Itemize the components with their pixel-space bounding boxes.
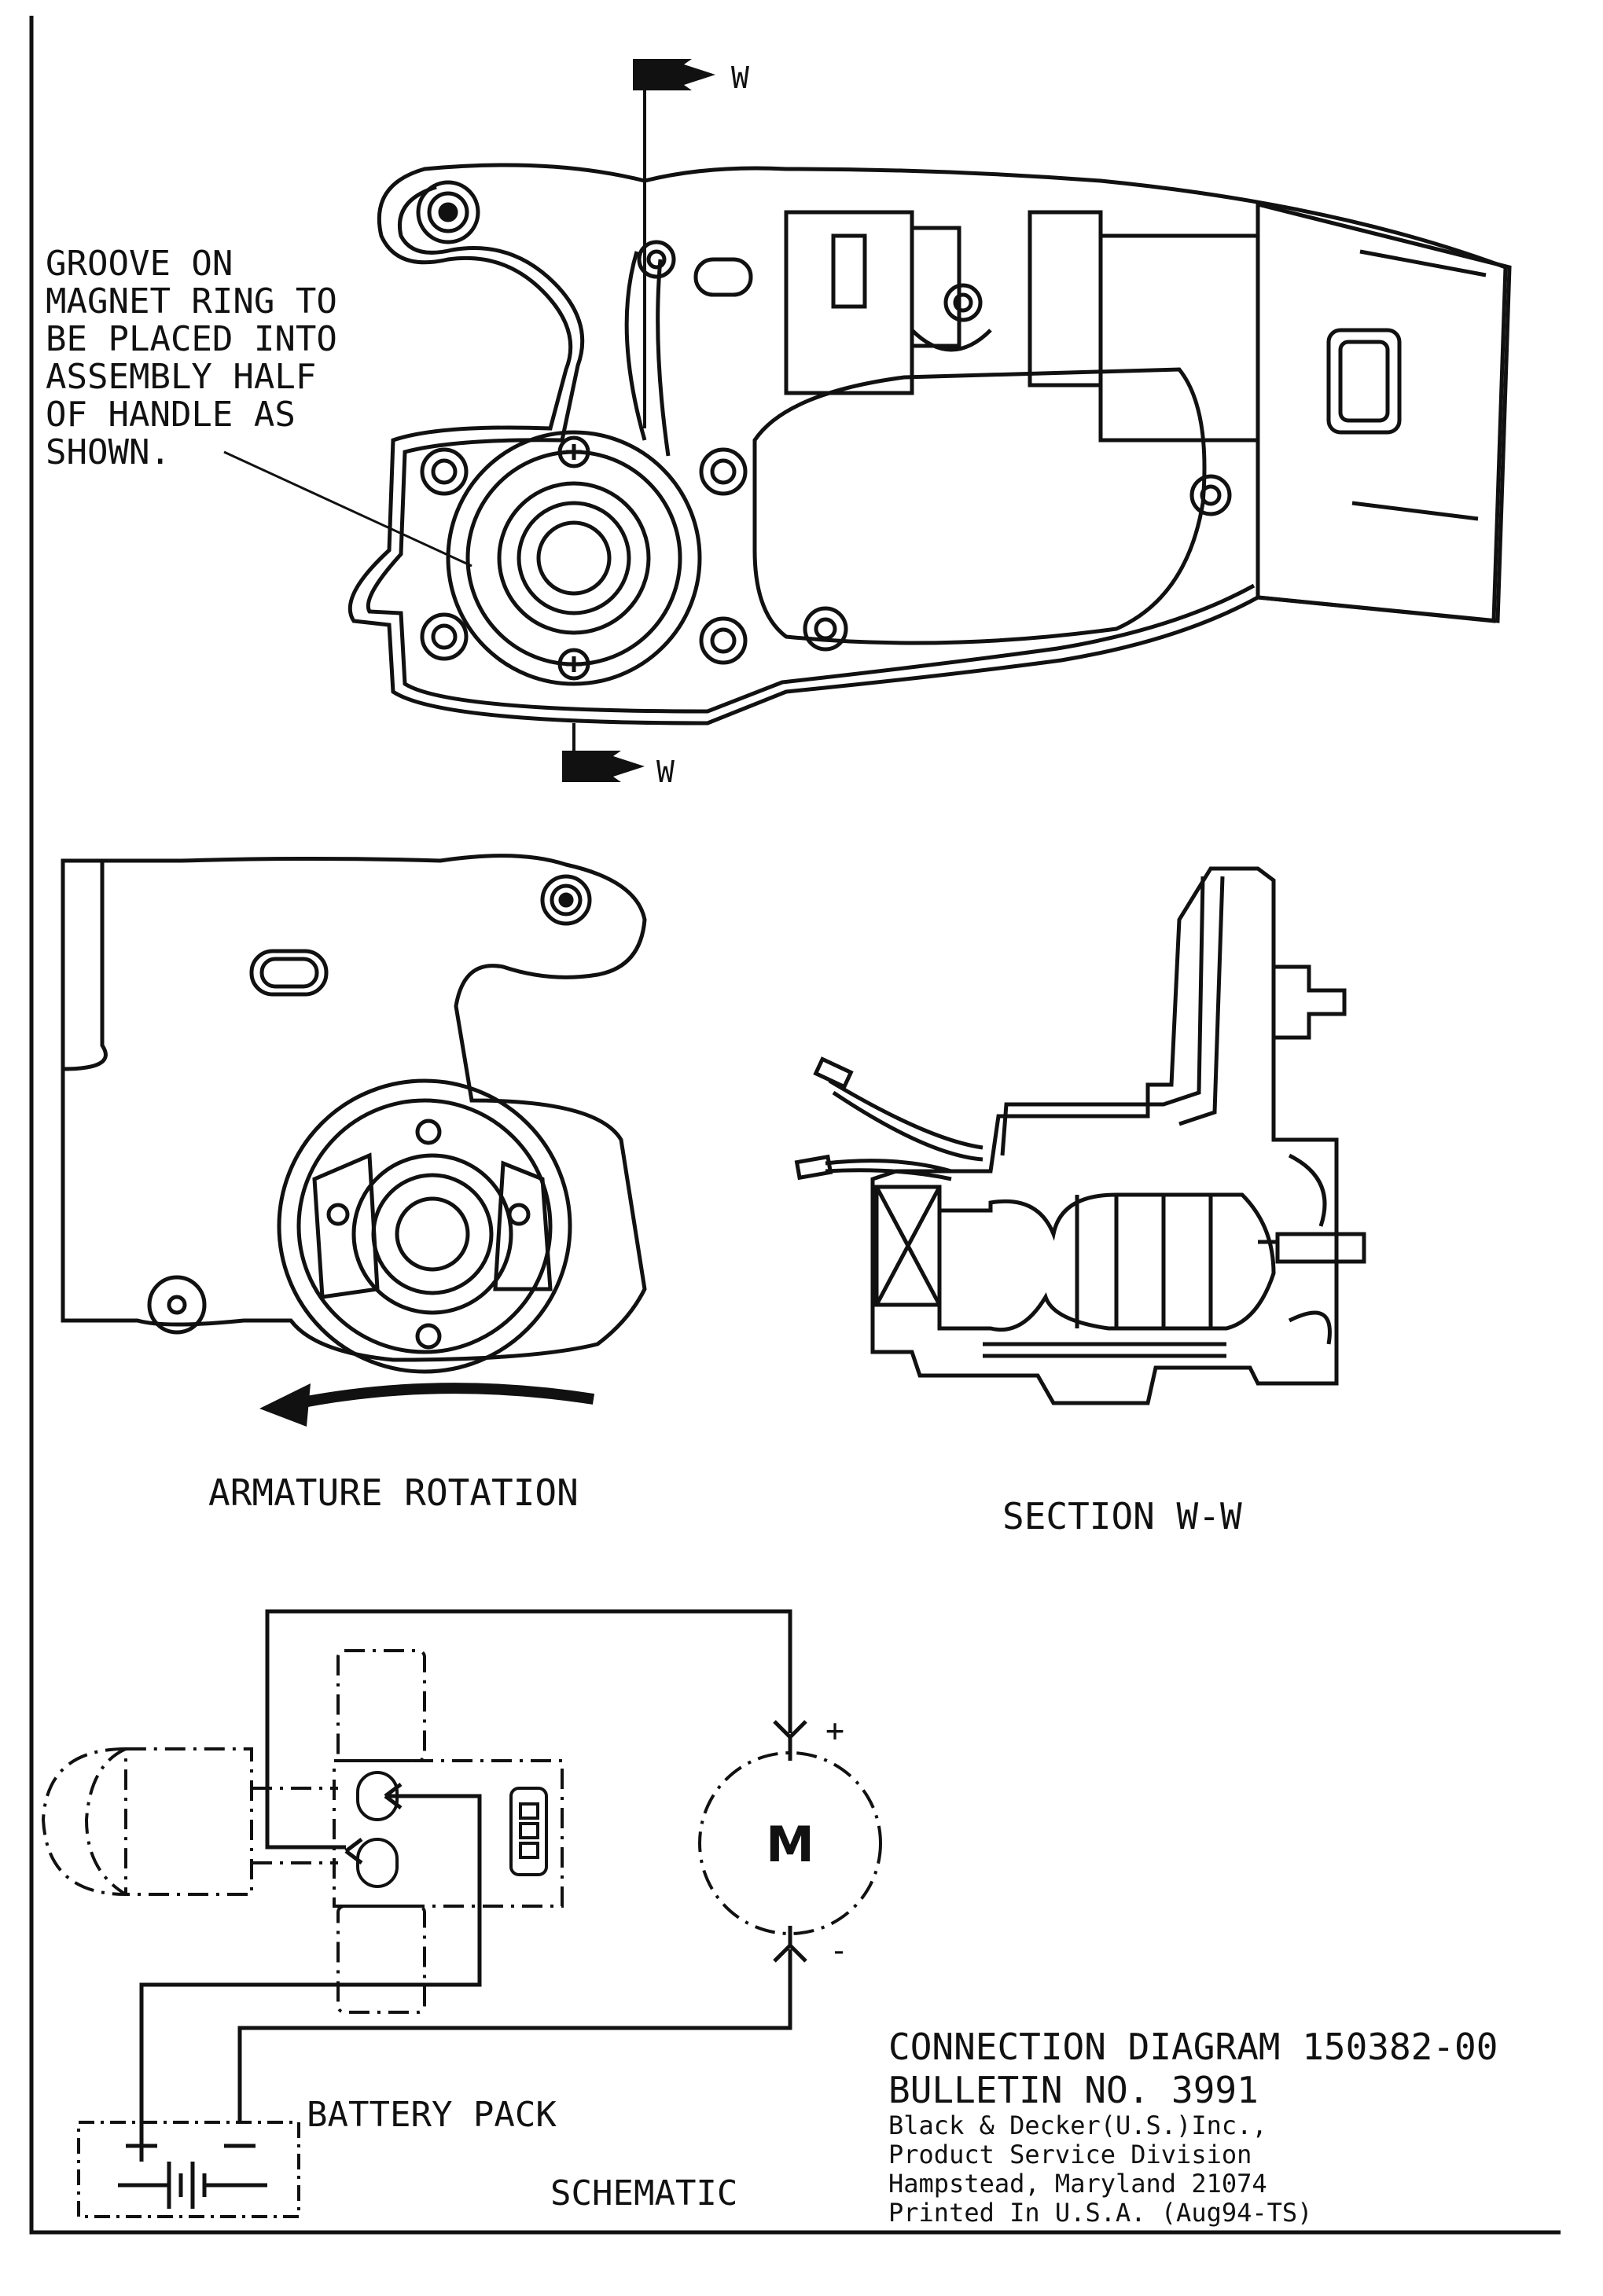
groove-annotation: GROOVE ON MAGNET RING TO BE PLACED INTO … bbox=[46, 244, 472, 568]
handle-assembly-drawing bbox=[347, 163, 1512, 726]
section-marker-bottom: W bbox=[656, 755, 675, 789]
schematic-wiring bbox=[139, 1609, 807, 2146]
annotation-leader-line bbox=[223, 450, 472, 568]
annotation-line-4: ASSEMBLY HALF bbox=[46, 357, 316, 397]
annotation-line-2: MAGNET RING TO bbox=[46, 281, 337, 321]
motor-symbol bbox=[698, 1751, 882, 1935]
motor-minus-terminal: - bbox=[829, 1933, 848, 1969]
armature-rotation-caption: ARMATURE ROTATION bbox=[208, 1471, 579, 1514]
company-name: Black & Decker(U.S.)Inc., bbox=[888, 2110, 1267, 2140]
title-block: CONNECTION DIAGRAM 150382-00 BULLETIN NO… bbox=[888, 2026, 1498, 2228]
section-marker-top: W bbox=[731, 61, 749, 95]
switch-trigger-bottom bbox=[336, 1905, 426, 2014]
print-info: Printed In U.S.A. (Aug94-TS) bbox=[888, 2198, 1312, 2228]
page-border bbox=[29, 16, 1561, 2235]
bulletin-number: BULLETIN NO. 3991 bbox=[888, 2069, 1259, 2111]
schematic-caption: SCHEMATIC bbox=[550, 2173, 737, 2213]
armature-view-drawing bbox=[61, 854, 647, 1374]
rotation-arrow bbox=[297, 1383, 595, 1409]
motor-label: M bbox=[766, 1816, 814, 1873]
section-cut-marker bbox=[562, 59, 715, 782]
section-caption: SECTION W-W bbox=[1002, 1495, 1242, 1537]
rotation-arrowhead bbox=[259, 1383, 311, 1427]
section-flag-top bbox=[633, 59, 715, 90]
annotation-line-3: BE PLACED INTO bbox=[46, 319, 337, 359]
section-flag-bottom bbox=[562, 751, 645, 782]
battery-pack-label: BATTERY PACK bbox=[307, 2095, 557, 2135]
switch-body bbox=[333, 1759, 564, 1908]
annotation-line-1: GROOVE ON bbox=[46, 244, 233, 284]
annotation-line-5: OF HANDLE AS bbox=[46, 395, 296, 435]
section-view-drawing bbox=[794, 866, 1366, 1405]
battery-pack-outline bbox=[77, 2121, 300, 2218]
diagram-title: CONNECTION DIAGRAM 150382-00 bbox=[888, 2026, 1498, 2068]
schematic-drawing: M + - BATTERY PACK SCHEMATIC bbox=[41, 1609, 882, 2218]
motor-plus-terminal: + bbox=[825, 1713, 844, 1749]
division-name: Product Service Division bbox=[888, 2140, 1252, 2169]
battery-cell-symbol bbox=[118, 2130, 267, 2209]
battery-body-outline bbox=[41, 1747, 127, 1897]
annotation-line-6: SHOWN. bbox=[46, 432, 171, 472]
switch-trigger-top bbox=[336, 1649, 426, 1762]
company-address: Hampstead, Maryland 21074 bbox=[888, 2169, 1267, 2199]
